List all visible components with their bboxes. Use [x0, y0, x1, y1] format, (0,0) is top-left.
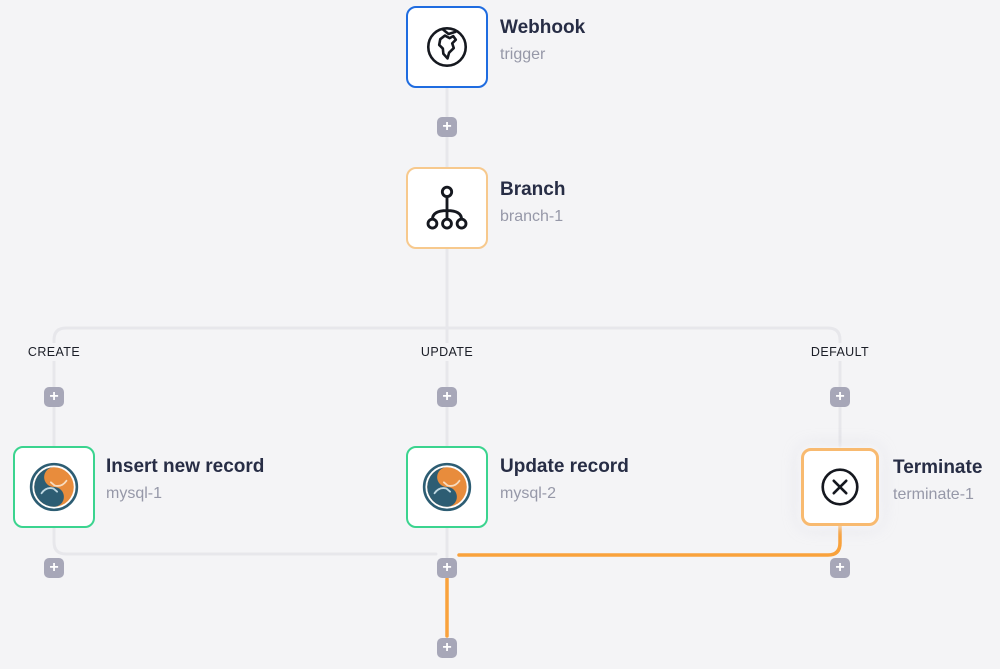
mysql-icon	[421, 461, 473, 513]
node-title: Branch	[500, 179, 566, 200]
branch-label-update: UPDATE	[414, 343, 480, 361]
branch-label-default: DEFAULT	[804, 343, 876, 361]
node-branch-label: Branch branch-1	[500, 179, 565, 226]
connector-split-right	[445, 326, 842, 448]
node-insert-record[interactable]	[13, 446, 95, 528]
add-step-after-terminate-button[interactable]: +	[830, 558, 850, 578]
node-title: Insert new record	[106, 456, 265, 477]
node-title: Webhook	[500, 17, 586, 38]
add-step-create-branch-button[interactable]: +	[44, 387, 64, 407]
node-terminate[interactable]	[801, 448, 879, 526]
node-insert-record-label: Insert new record mysql-1	[106, 456, 264, 503]
add-step-merge-button[interactable]: +	[437, 558, 457, 578]
node-subtitle: terminate-1	[893, 485, 974, 503]
add-step-update-branch-button[interactable]: +	[437, 387, 457, 407]
node-subtitle: mysql-1	[106, 484, 163, 502]
node-subtitle: branch-1	[500, 207, 564, 225]
node-webhook-label: Webhook trigger	[500, 17, 585, 64]
add-step-after-webhook-button[interactable]: +	[437, 117, 457, 137]
node-title: Update record	[500, 456, 629, 477]
node-branch[interactable]	[406, 167, 488, 249]
add-step-after-insert-button[interactable]: +	[44, 558, 64, 578]
mysql-icon	[28, 461, 80, 513]
connector-insert-to-merge	[52, 526, 438, 556]
node-subtitle: trigger	[500, 45, 546, 63]
branch-icon	[421, 182, 473, 234]
add-step-default-branch-button[interactable]: +	[830, 387, 850, 407]
connector-terminate-to-merge-active	[457, 524, 842, 557]
node-title: Terminate	[893, 457, 983, 478]
branch-label-create: CREATE	[21, 343, 87, 361]
node-terminate-label: Terminate terminate-1	[893, 457, 982, 504]
connector-split-left	[52, 326, 449, 448]
add-step-end-button[interactable]: +	[437, 638, 457, 658]
terminate-icon	[816, 463, 864, 511]
node-update-record-label: Update record mysql-2	[500, 456, 629, 503]
node-subtitle: mysql-2	[500, 484, 557, 502]
node-webhook[interactable]	[406, 6, 488, 88]
globe-icon	[421, 21, 473, 73]
node-update-record[interactable]	[406, 446, 488, 528]
